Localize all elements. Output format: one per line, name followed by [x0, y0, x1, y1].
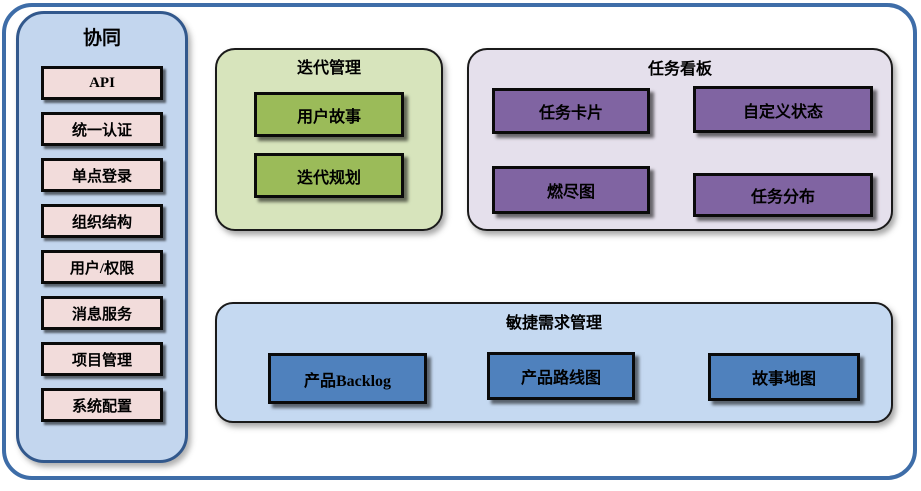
sidebar-item-sso: 单点登录 [41, 158, 163, 192]
sidebar-item-message-service: 消息服务 [41, 296, 163, 330]
sidebar-collaboration: 协同 API 统一认证 单点登录 组织结构 用户/权限 消息服务 项目管理 系统… [16, 11, 188, 463]
panel-iteration-management: 迭代管理 用户故事 迭代规划 [215, 48, 443, 231]
node-task-cards: 任务卡片 [492, 88, 650, 134]
sidebar-items: API 统一认证 单点登录 组织结构 用户/权限 消息服务 项目管理 系统配置 [41, 66, 163, 422]
node-iteration-planning: 迭代规划 [254, 153, 404, 198]
sidebar-item-api: API [41, 66, 163, 100]
node-task-distribution: 任务分布 [693, 173, 873, 217]
node-story-map: 故事地图 [708, 353, 860, 401]
node-user-stories: 用户故事 [254, 92, 404, 137]
sidebar-item-unified-auth: 统一认证 [41, 112, 163, 146]
panel-iteration-nodes: 用户故事 迭代规划 [254, 92, 404, 198]
node-burndown-chart: 燃尽图 [492, 166, 650, 214]
panel-iteration-title: 迭代管理 [296, 60, 361, 77]
sidebar-item-user-permissions: 用户/权限 [41, 250, 163, 284]
sidebar-item-system-config: 系统配置 [41, 388, 163, 422]
sidebar-title: 协同 [82, 28, 121, 49]
node-custom-status: 自定义状态 [693, 86, 873, 133]
sidebar-item-project-management: 项目管理 [41, 342, 163, 376]
panel-task-board-title: 任务看板 [647, 61, 712, 78]
panel-task-board: 任务看板 任务卡片 自定义状态 燃尽图 任务分布 [467, 48, 893, 231]
sidebar-item-org-structure: 组织结构 [41, 204, 163, 238]
node-product-roadmap: 产品路线图 [487, 352, 635, 400]
panel-agile-requirements: 敏捷需求管理 产品Backlog 产品路线图 故事地图 [215, 302, 893, 423]
node-product-backlog: 产品Backlog [268, 353, 427, 404]
panel-agile-requirements-title: 敏捷需求管理 [505, 315, 602, 332]
